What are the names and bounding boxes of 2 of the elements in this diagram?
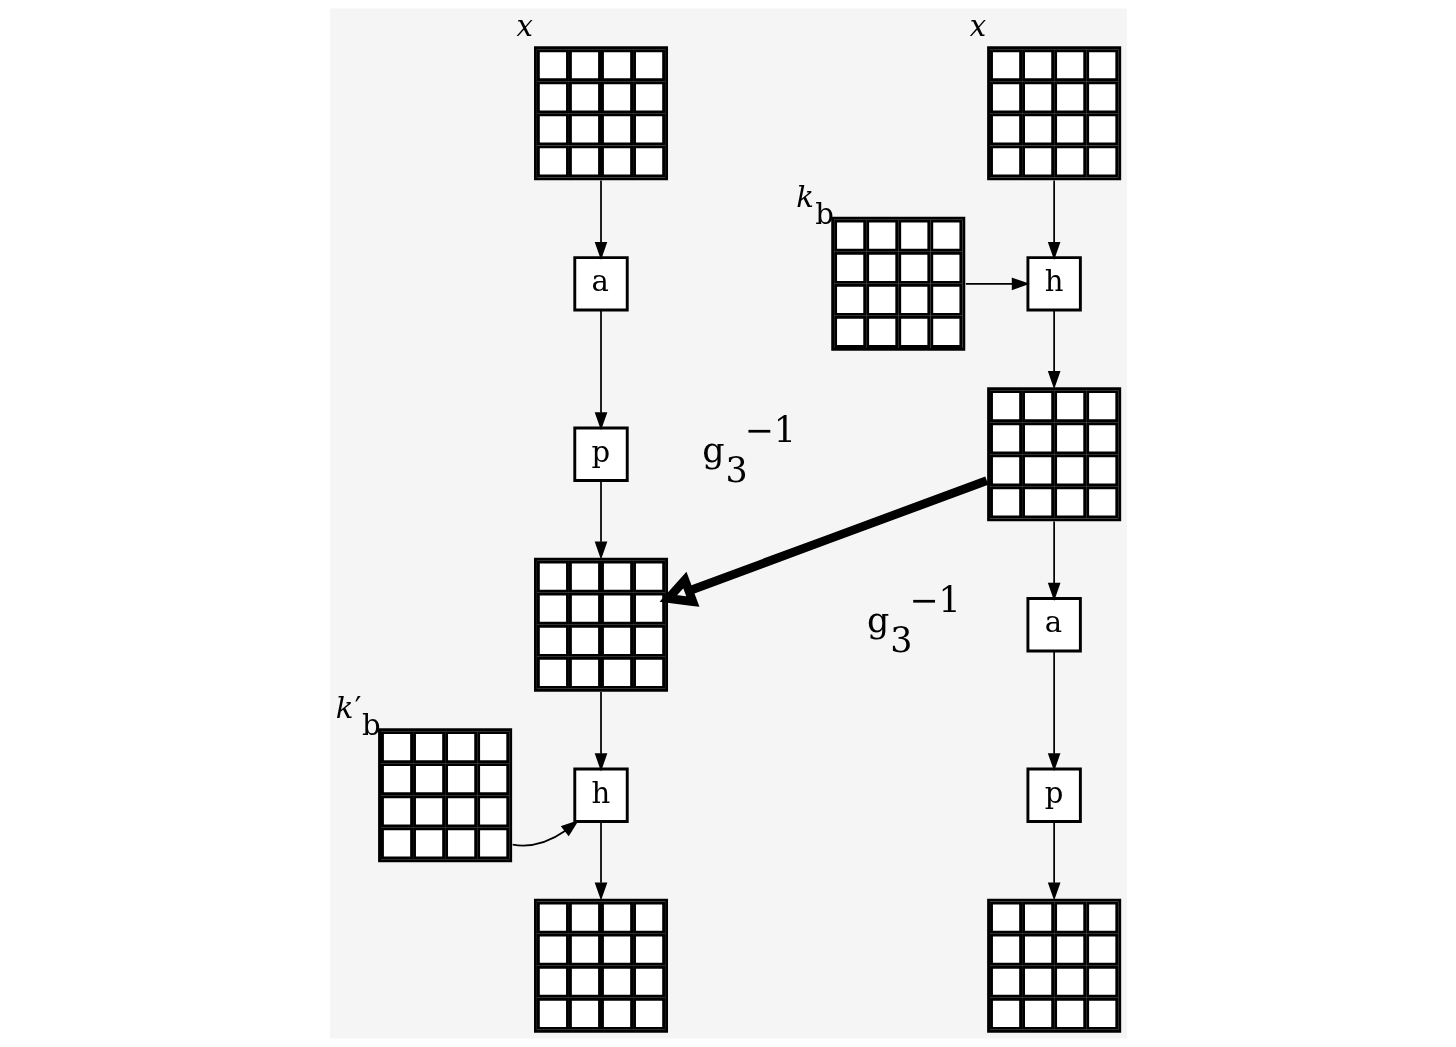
node-label: x: [516, 9, 533, 44]
node-label: x: [969, 9, 986, 44]
